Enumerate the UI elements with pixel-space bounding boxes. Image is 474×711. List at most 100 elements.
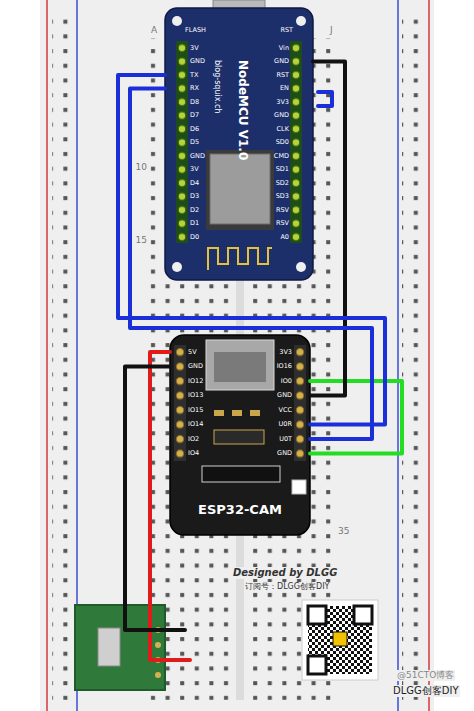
pcb (170, 335, 310, 535)
flash-led (292, 480, 306, 494)
button-label: FLASH (185, 27, 206, 34)
mounting-hole (172, 16, 182, 26)
pin-label: 3V (190, 45, 199, 52)
tx-wire (118, 75, 385, 425)
pin-label: D2 (190, 207, 199, 214)
smd-part (214, 410, 224, 416)
rail-holes (52, 10, 74, 700)
pin-label: 3V3 (279, 349, 292, 356)
rail-holes (402, 10, 424, 700)
pin-label: 5V (188, 349, 197, 356)
row-number: 15 (136, 236, 147, 245)
pin-label: IO2 (188, 436, 199, 443)
qr-code (302, 600, 378, 680)
pin-label: U0R (279, 421, 292, 428)
pin-label: D5 (190, 139, 199, 146)
qr-modules (308, 606, 372, 674)
pin-label: D6 (190, 126, 199, 133)
pin-label: CMD (274, 153, 289, 160)
esp12-module (206, 150, 274, 230)
qr-finder (308, 656, 326, 674)
green-wire (310, 381, 402, 454)
pin-label: 3V (190, 166, 199, 173)
board-name: ESP32-CAM (170, 503, 310, 516)
pin-label: IO4 (188, 450, 199, 457)
pcb (165, 8, 313, 280)
pin-label: D3 (190, 193, 199, 200)
account-note: 订阅号：DLGG创客DIY (244, 582, 330, 592)
mounting-hole (172, 262, 182, 272)
pin-label: RSV (276, 220, 289, 227)
pin-label: CLK (277, 126, 289, 133)
header-pins (170, 345, 310, 461)
watermark: @51CTO博客 (396, 670, 455, 681)
pin-label: GND (190, 58, 205, 65)
breadboard (40, 0, 434, 711)
qr-finder (308, 606, 326, 624)
qr-logo (333, 632, 347, 646)
smd-part (214, 430, 264, 444)
pin-label: GND (188, 363, 203, 370)
pin-label: EN (280, 85, 289, 92)
pin-label: IO12 (188, 378, 203, 385)
jumper-wires (125, 92, 402, 660)
mounting-hole (296, 262, 306, 272)
pin (155, 672, 161, 678)
pin-label: IO13 (188, 392, 203, 399)
blue-jumper (318, 92, 332, 106)
nodemcu-board: blog-squix.chNodeMCU V1.0 (165, 8, 313, 280)
pin-label: GND (274, 112, 289, 119)
pin-label: D4 (190, 180, 199, 187)
pin-label: D1 (190, 220, 199, 227)
qr-finder (354, 606, 372, 624)
pin-label: SD1 (276, 166, 289, 173)
watermark: DLGG创客DIY (392, 685, 460, 697)
pcb-antenna (208, 248, 272, 270)
pin-label: A0 (280, 234, 289, 241)
pin-label: D8 (190, 99, 199, 106)
pin-label: RST (276, 72, 289, 79)
pin-label: RX (190, 85, 199, 92)
column-letter: A (151, 26, 157, 35)
pin-label: IO16 (277, 363, 292, 370)
pin-label: D7 (190, 112, 199, 119)
smd-part (232, 410, 242, 416)
row-number: 10 (136, 163, 147, 172)
pin-label: D0 (190, 234, 199, 241)
pin-label: GND (190, 153, 205, 160)
power-rail-line (428, 0, 430, 711)
gnd-wire (310, 62, 345, 396)
pin-label: SD0 (276, 139, 289, 146)
pin-label: IO14 (188, 421, 203, 428)
pin-label: IO15 (188, 407, 203, 414)
pin-label: SD3 (276, 193, 289, 200)
pin-label: GND (277, 450, 292, 457)
pin-label: IO0 (281, 378, 292, 385)
metal-shield (210, 154, 270, 224)
pin-label: TX (190, 72, 198, 79)
nodemcu-board (165, 0, 313, 280)
red-wire (150, 352, 190, 660)
pin-label: U0T (279, 436, 292, 443)
designer-credit: Designed by DLGG (232, 567, 338, 579)
camera-connector (202, 466, 280, 482)
smd-part (250, 410, 260, 416)
rx-wire (130, 89, 372, 440)
black-wire (125, 367, 185, 631)
ground-rail-line (397, 0, 399, 711)
qr-frame (302, 600, 378, 680)
micro-usb-connector (98, 628, 120, 666)
pin-label: 3V3 (276, 99, 289, 106)
board-name: NodeMCU V1.0 (237, 60, 249, 160)
pin-label: VCC (278, 407, 292, 414)
mounting-hole (296, 16, 306, 26)
pin-label: Vin (279, 45, 289, 52)
esp32-cam-board (170, 335, 310, 535)
header-pins (170, 41, 308, 243)
pin-label: RSV (276, 207, 289, 214)
pin-label: GND (277, 392, 292, 399)
pin (155, 642, 161, 648)
button-label: RST (280, 27, 293, 34)
